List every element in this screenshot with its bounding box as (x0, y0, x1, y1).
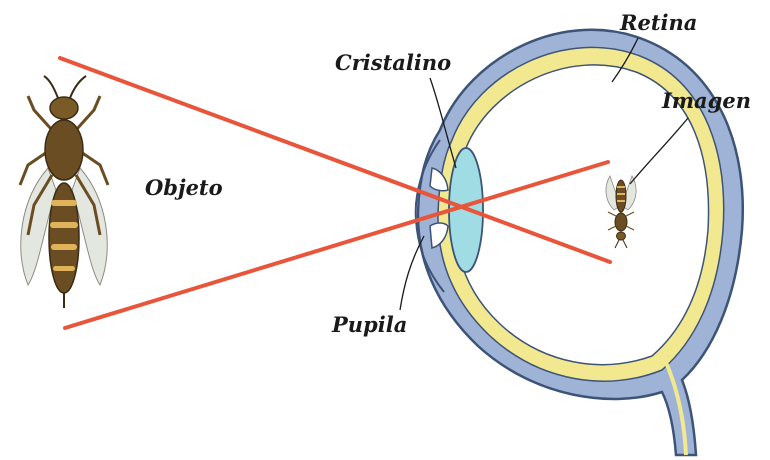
label-imagen: Imagen (661, 88, 751, 113)
wasp-antenna-right (70, 76, 86, 98)
wasp-head (50, 97, 78, 119)
label-retina: Retina (619, 10, 697, 35)
wasp-thorax (45, 120, 83, 180)
label-pupila: Pupila (331, 312, 407, 337)
label-cristalino: Cristalino (335, 50, 451, 75)
wasp-abdomen (49, 183, 79, 293)
wasp-antenna-left (44, 76, 58, 98)
wasp-icon (20, 76, 108, 308)
label-objeto: Objeto (145, 175, 223, 200)
